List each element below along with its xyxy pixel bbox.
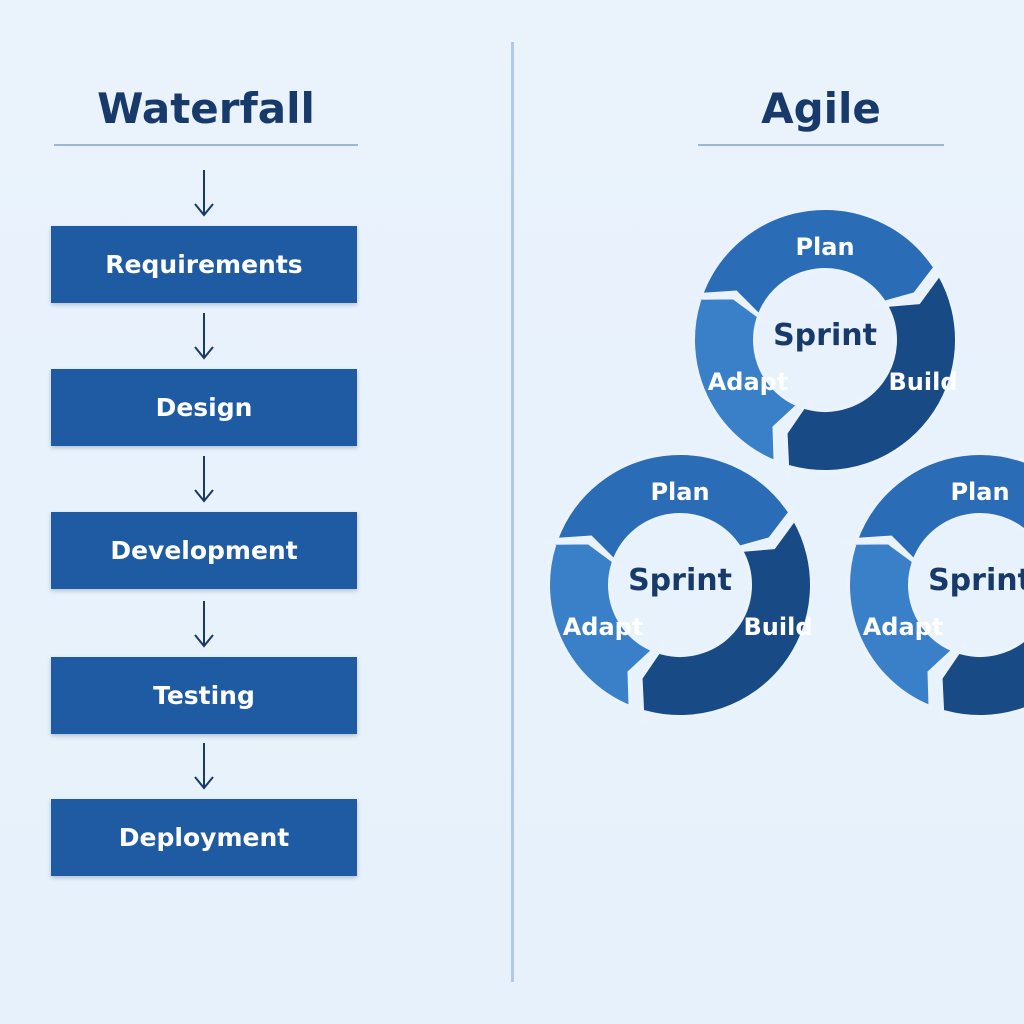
build-arrow-segment [938,636,1024,725]
build-arrow-segment [638,515,814,725]
sprint-label: Sprint [928,563,1024,598]
adapt-arrow-segment [541,540,658,711]
waterfall-title: Waterfall [97,84,315,133]
plan-label: Plan [950,478,1009,506]
waterfall-step: Deployment [51,799,357,876]
adapt-label: Adapt [563,613,644,641]
agile-title-underline [698,144,944,146]
adapt-label: Adapt [863,613,944,641]
waterfall-step: Development [51,512,357,589]
down-arrow-icon [192,599,216,649]
column-divider [511,42,514,982]
down-arrow-icon [192,168,216,218]
plan-arrow-segment [698,206,945,320]
waterfall-step: Requirements [51,226,357,303]
adapt-label: Adapt [708,368,789,396]
plan-arrow-segment [853,451,1024,565]
down-arrow-icon [192,454,216,504]
build-label: Build [743,613,812,641]
build-label: Build [888,368,957,396]
agile-title: Agile [761,84,881,133]
build-arrow-segment [783,270,959,480]
sprint-label: Sprint [773,318,877,353]
sprint-label: Sprint [628,563,732,598]
adapt-arrow-segment [686,295,803,466]
plan-arrow-segment [553,451,800,565]
down-arrow-icon [192,311,216,361]
waterfall-step: Design [51,369,357,446]
plan-label: Plan [795,233,854,261]
waterfall-step: Testing [51,657,357,734]
waterfall-title-underline [54,144,358,146]
plan-label: Plan [650,478,709,506]
adapt-arrow-segment [841,540,958,711]
down-arrow-icon [192,741,216,791]
